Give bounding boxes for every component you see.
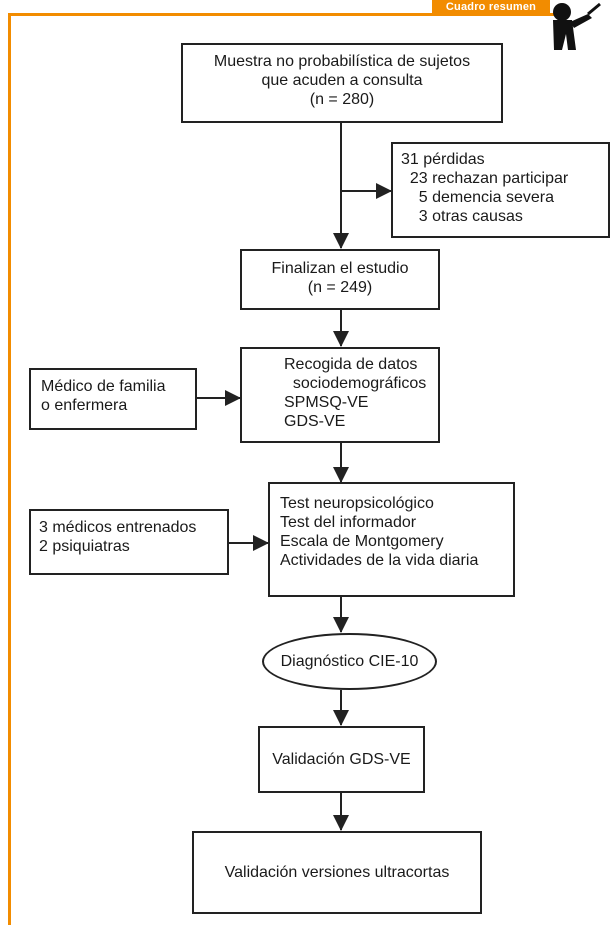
node-tests-line-3: Escala de Montgomery bbox=[280, 533, 444, 550]
node-losses-line-3: 5 demencia severa bbox=[401, 189, 554, 206]
node-losses-line-2: 23 rechazan participar bbox=[401, 170, 569, 187]
node-sample: Muestra no probabilística de sujetos que… bbox=[181, 43, 503, 123]
header-tab: Cuadro resumen bbox=[432, 0, 550, 14]
frame-top-border bbox=[8, 13, 568, 16]
node-diagnosis: Diagnóstico CIE-10 bbox=[262, 633, 437, 690]
node-doctors: 3 médicos entrenados 2 psiquiatras bbox=[29, 509, 229, 575]
node-tests-line-2: Test del informador bbox=[280, 514, 417, 531]
node-sample-line-3: (n = 280) bbox=[309, 91, 375, 108]
node-finish-line-2: (n = 249) bbox=[307, 279, 373, 296]
node-sample-line-1: Muestra no probabilística de sujetos bbox=[213, 53, 471, 70]
node-gp-line-1: Médico de familia bbox=[41, 378, 166, 395]
node-validation: Validación GDS-VE bbox=[258, 726, 425, 793]
node-data-line-1: Recogida de datos bbox=[284, 356, 418, 373]
node-losses-line-1: 31 pérdidas bbox=[401, 151, 485, 168]
node-finish: Finalizan el estudio (n = 249) bbox=[240, 249, 440, 310]
node-tests: Test neuropsicológico Test del informado… bbox=[268, 482, 515, 597]
frame-left-border bbox=[8, 13, 11, 925]
node-gp-line-2: o enfermera bbox=[41, 397, 128, 414]
node-data-line-3: SPMSQ-VE bbox=[284, 394, 369, 411]
node-data-line-2: sociodemográficos bbox=[284, 375, 427, 392]
node-tests-line-1: Test neuropsicológico bbox=[280, 495, 434, 512]
node-gp: Médico de familia o enfermera bbox=[29, 368, 197, 430]
node-tests-line-4: Actividades de la vida diaria bbox=[280, 552, 479, 569]
node-doctors-line-2: 2 psiquiatras bbox=[39, 538, 130, 555]
node-doctors-line-1: 3 médicos entrenados bbox=[39, 519, 197, 536]
node-losses: 31 pérdidas 23 rechazan participar 5 dem… bbox=[391, 142, 610, 238]
node-finish-line-1: Finalizan el estudio bbox=[271, 260, 409, 277]
node-losses-line-4: 3 otras causas bbox=[401, 208, 523, 225]
node-data-line-4: GDS-VE bbox=[284, 413, 346, 430]
node-sample-line-2: que acuden a consulta bbox=[261, 72, 423, 89]
person-figure-icon bbox=[553, 2, 601, 50]
node-data-collection: Recogida de datos sociodemográficos SPMS… bbox=[240, 347, 440, 443]
node-ultrashort: Validación versiones ultracortas bbox=[192, 831, 482, 914]
